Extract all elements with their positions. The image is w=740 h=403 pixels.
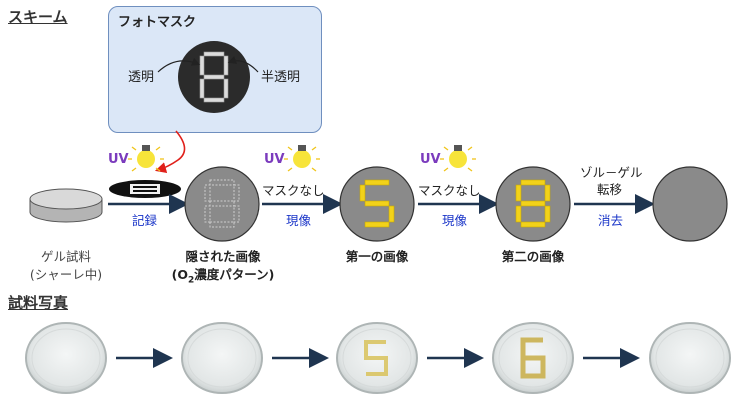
step-4-bottom: 消去 (598, 210, 623, 229)
step-1-bottom: 記録 (132, 210, 157, 229)
photomask-disc (178, 41, 250, 113)
o2-pattern-label: (O2濃度パターン) (155, 264, 291, 286)
mask-on-dish-icon (109, 180, 181, 198)
step-3-bottom: 現像 (442, 210, 467, 229)
step-2-bottom: 現像 (286, 210, 311, 229)
erased-disc (653, 167, 727, 241)
sample-label-1: ゲル試料 (20, 246, 112, 265)
bulb-icon-1 (128, 145, 164, 171)
uv-label-1: UV (108, 152, 129, 167)
first-image-label: 第一の画像 (330, 246, 424, 265)
uv-label-3: UV (420, 152, 441, 167)
photo-dish-5 (650, 323, 730, 393)
step-3-top: マスクなし (418, 180, 481, 199)
step-4-top-2: 転移 (597, 179, 622, 198)
bulb-icon-2 (284, 145, 320, 171)
photo-dish-2 (182, 323, 262, 393)
uv-label-2: UV (264, 152, 285, 167)
second-image-label: 第二の画像 (486, 246, 580, 265)
photo-dish-1 (26, 323, 106, 393)
bulb-icon-3 (440, 145, 476, 171)
step-2-top: マスクなし (262, 180, 325, 199)
photo-dish-3 (337, 323, 417, 393)
gel-sample-dish (30, 189, 102, 222)
sample-label-2: (シャーレ中) (20, 264, 112, 283)
second-image-disc (496, 167, 570, 241)
first-image-disc (340, 167, 414, 241)
hidden-image-disc (185, 167, 259, 241)
hidden-image-label: 隠された画像 (162, 246, 284, 265)
photo-dish-4 (493, 323, 573, 393)
